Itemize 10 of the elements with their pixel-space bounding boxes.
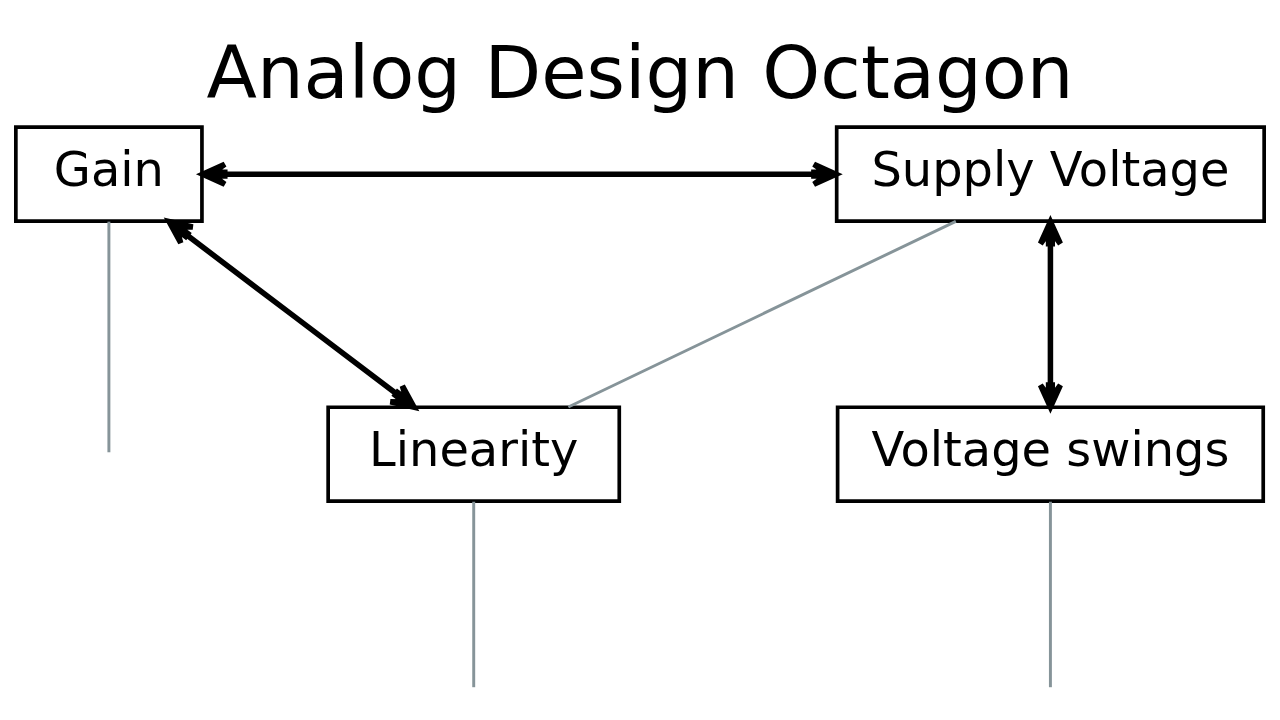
connector (567, 220, 957, 409)
arrow (166, 218, 417, 410)
node-box: Linearity (326, 405, 622, 504)
diagram-title: Analog Design Octagon (206, 29, 1074, 115)
node-box: Voltage swings (835, 405, 1266, 504)
connector (472, 501, 476, 688)
node-box: Gain (14, 125, 204, 223)
node-box: Supply Voltage (834, 125, 1266, 223)
connector (1048, 501, 1052, 688)
connector (107, 221, 111, 453)
